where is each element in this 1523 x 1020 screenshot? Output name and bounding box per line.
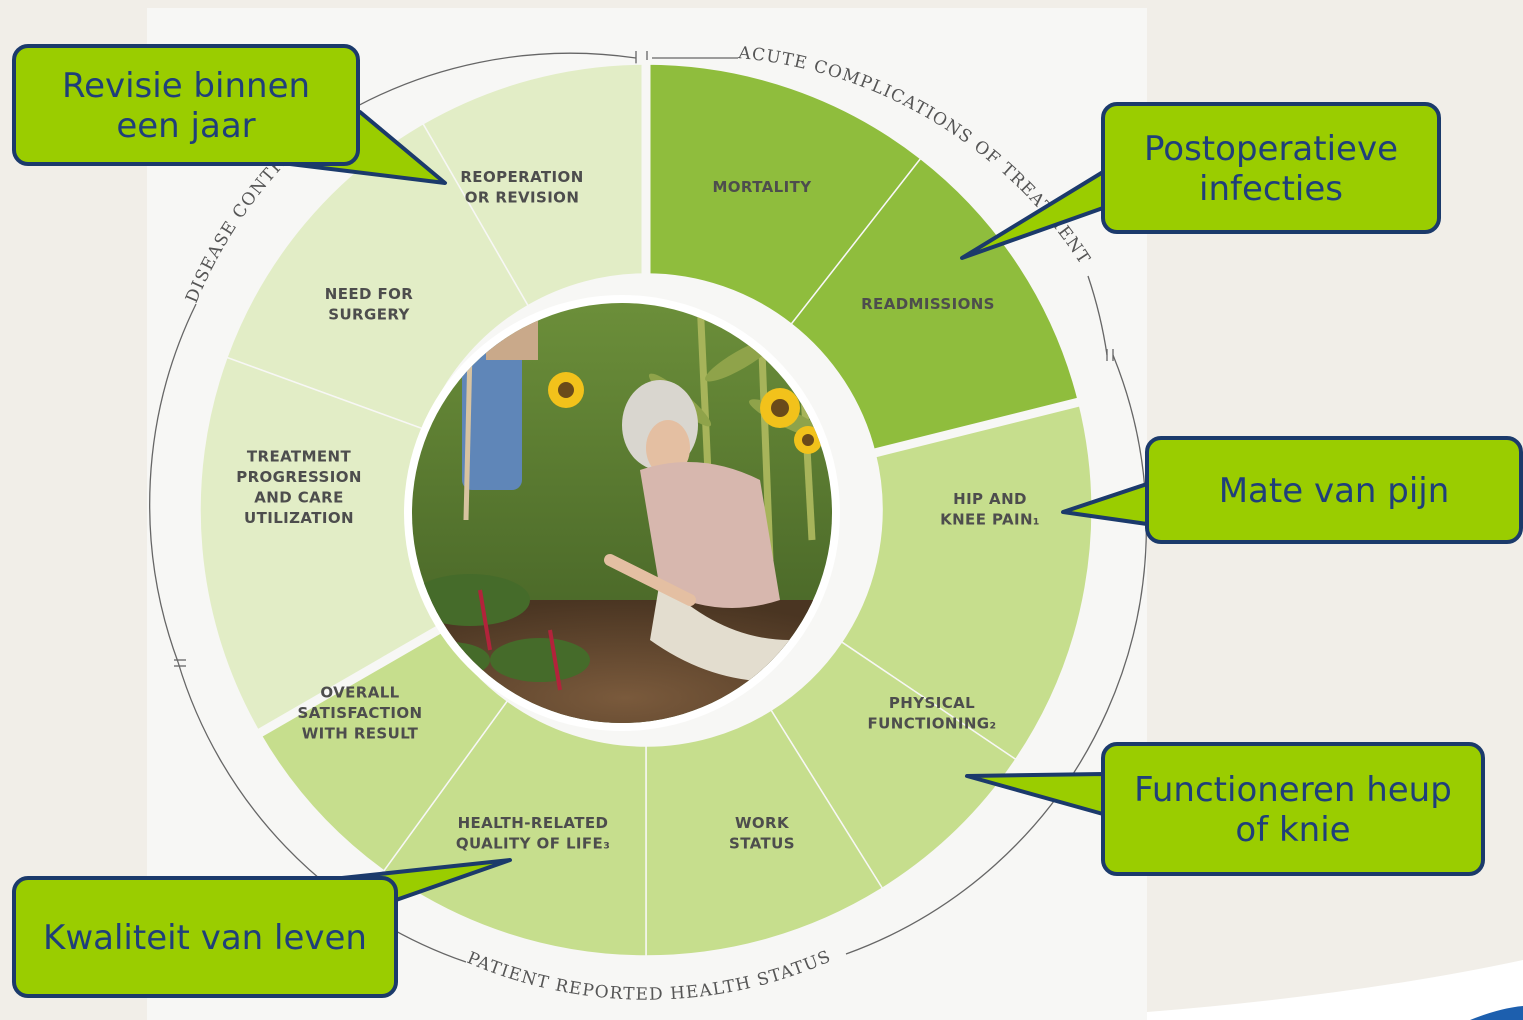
callout-text-line: Mate van pijn: [1219, 471, 1450, 511]
segment-label-line: SURGERY: [328, 305, 410, 323]
callout-pijn: Mate van pijn: [1061, 436, 1523, 544]
callout-fill: [17, 881, 393, 993]
segment-label-line: OVERALL: [320, 684, 399, 702]
segment-label-line: HEALTH-RELATED: [458, 814, 609, 832]
segment-label-line: WITH RESULT: [302, 725, 419, 743]
group-separators: [254, 60, 1084, 739]
outer-ring: [149, 51, 1148, 963]
segment-label-overall-satisfaction: OVERALL SATISFACTION WITH RESULT: [298, 684, 423, 743]
segment-label-line: AND CARE: [254, 488, 343, 506]
segment-labels: REOPERATION OR REVISION NEED FOR SURGERY TRE…: [236, 168, 1040, 853]
callout-text-line: of knie: [1235, 810, 1350, 850]
callout-text-line: Kwaliteit van leven: [43, 918, 367, 958]
group-separator: [254, 622, 448, 739]
segment-label-line: QUALITY OF LIFE₃: [456, 834, 610, 852]
segment-label-treatment-progression: TREATMENT PROGRESSION AND CARE UTILIZATION: [236, 447, 362, 527]
callout-fill: [17, 49, 355, 161]
corner-swoosh: [1147, 960, 1523, 1020]
segment-label-health-related-qol: HEALTH-RELATED QUALITY OF LIFE₃: [456, 814, 610, 853]
segment-label-line: REOPERATION: [460, 168, 583, 186]
segment-label-line: WORK: [735, 814, 790, 832]
corner-accent: [1470, 1006, 1523, 1020]
segment-label-line: PROGRESSION: [236, 468, 362, 486]
segment-label-mortality: MORTALITY: [712, 178, 812, 196]
callout-text-pijn: Mate van pijn: [1219, 471, 1450, 511]
segment-label-reoperation: REOPERATION OR REVISION: [460, 168, 583, 207]
segment-label-physical-functioning: PHYSICAL FUNCTIONING₂: [868, 694, 997, 733]
callout-text-line: Revisie binnen: [62, 66, 310, 106]
callout-fill: [1150, 441, 1518, 539]
segment-label-line: READMISSIONS: [861, 295, 995, 313]
segment-label-line: STATUS: [729, 834, 795, 852]
segment-label-line: HIP AND: [953, 490, 1027, 508]
segment-label-line: FUNCTIONING₂: [868, 714, 997, 732]
callout-text-line: infecties: [1199, 169, 1343, 209]
segment-label-line: OR REVISION: [465, 188, 580, 206]
segment-label-line: MORTALITY: [712, 178, 812, 196]
segment-label-line: UTILIZATION: [244, 509, 354, 527]
center-photo: [412, 303, 832, 723]
callout-text-line: Postoperatieve: [1144, 129, 1398, 169]
callout-fill: [1106, 747, 1480, 871]
segment-label-line: KNEE PAIN₁: [940, 510, 1040, 528]
callout-fill: [1106, 107, 1436, 229]
callout-text-line: een jaar: [116, 106, 255, 146]
group-separator: [870, 396, 1084, 459]
callout-text-line: Functioneren heup: [1134, 770, 1452, 810]
wheel-segments: [199, 63, 1093, 957]
segment-label-line: TREATMENT: [247, 447, 352, 465]
segment-label-line: PHYSICAL: [889, 694, 975, 712]
segment-label-work-status: WORK STATUS: [729, 814, 795, 853]
segment-label-hip-knee-pain: HIP AND KNEE PAIN₁: [940, 490, 1040, 529]
callout-kwaliteit: Kwaliteit van leven: [12, 858, 512, 998]
segment-label-need-surgery: NEED FOR SURGERY: [325, 285, 414, 324]
segment-label-line: NEED FOR: [325, 285, 414, 303]
segment-label-line: SATISFACTION: [298, 704, 423, 722]
segment-label-readmissions: READMISSIONS: [861, 295, 995, 313]
callout-text-kwaliteit: Kwaliteit van leven: [43, 918, 367, 958]
